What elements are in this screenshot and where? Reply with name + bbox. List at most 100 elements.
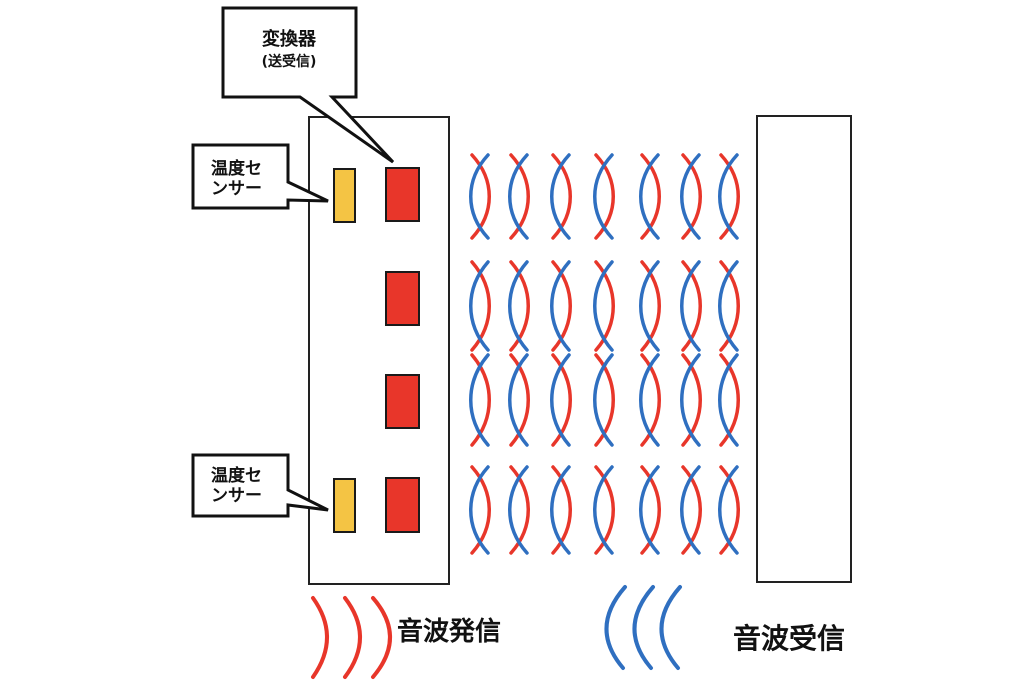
wave-pair-r4-c7 (718, 465, 740, 555)
transmit-wave (640, 153, 661, 240)
receive-wave (550, 465, 571, 555)
transducer-callout: 変換器 (送受信) (221, 6, 395, 164)
transmit-wave (594, 153, 615, 240)
transmit-wave (719, 353, 740, 447)
transmit-wave (551, 353, 572, 447)
transmit-wave (470, 465, 491, 555)
transmit-wave (470, 353, 491, 447)
receive-wave (508, 153, 529, 240)
wave-pair-r4-c1 (469, 465, 491, 555)
wave-pair-r2-c6 (680, 260, 702, 352)
sensor-callout-bottom-bubble (191, 453, 329, 518)
legend-receive-label: 音波受信 (733, 622, 845, 655)
transducer-2 (385, 271, 420, 326)
wave-pair-r4-c2 (508, 465, 530, 555)
wave-pair-r1-c4 (593, 153, 615, 240)
receive-wave (718, 260, 739, 352)
wave-pair-r1-c3 (550, 153, 572, 240)
wave-pair-r3-c5 (639, 353, 661, 447)
legend-transmit-label: 音波発信 (397, 616, 501, 647)
transducer-housing (308, 116, 450, 585)
wave-pair-r1-c6 (680, 153, 702, 240)
receive-wave (639, 153, 660, 240)
receive-wave (593, 353, 614, 447)
receive-wave (718, 353, 739, 447)
receive-wave (680, 153, 701, 240)
transducer-callout-subtitle: (送受信) (262, 53, 317, 70)
transmit-wave (640, 465, 661, 555)
wave-pair-r3-c3 (550, 353, 572, 447)
sensor-callout-top-bubble (191, 143, 329, 210)
wave-pair-r1-c1 (469, 153, 491, 240)
transmit-wave (551, 153, 572, 240)
wave-pair-r4-c3 (550, 465, 572, 555)
transducer-1 (385, 167, 420, 222)
wave-pair-r1-c2 (508, 153, 530, 240)
receive-wave (639, 465, 660, 555)
transmit-wave (681, 353, 702, 447)
sound-wave-field (469, 153, 740, 555)
transmit-wave (470, 260, 491, 352)
reflector-panel (756, 115, 852, 583)
receive-wave (550, 260, 571, 352)
transmit-wave (594, 353, 615, 447)
receive-arc-2 (632, 585, 655, 670)
wave-pair-r3-c7 (718, 353, 740, 447)
transducer-callout-bubble (221, 6, 395, 164)
transmit-wave (551, 260, 572, 352)
receive-wave (680, 465, 701, 555)
transmit-wave (594, 465, 615, 555)
receive-wave (593, 260, 614, 352)
wave-pair-r2-c1 (469, 260, 491, 352)
sensor-callout-bottom: 温度セ ンサー (191, 453, 329, 518)
temperature-sensor-top (333, 168, 356, 223)
wave-pair-r3-c1 (469, 353, 491, 447)
wave-pair-r4-c4 (593, 465, 615, 555)
wave-pair-r1-c7 (718, 153, 740, 240)
receive-arc-3 (659, 585, 682, 670)
transmit-wave (470, 153, 491, 240)
temperature-sensor-bottom (333, 478, 356, 533)
transmit-wave (681, 465, 702, 555)
receive-wave (508, 260, 529, 352)
wave-pair-r1-c5 (639, 153, 661, 240)
receive-arc-1 (604, 585, 627, 670)
wave-pair-r2-c3 (550, 260, 572, 352)
receive-wave (508, 465, 529, 555)
receive-wave (469, 353, 490, 447)
wave-pair-r3-c2 (508, 353, 530, 447)
wave-pair-r4-c6 (680, 465, 702, 555)
receive-wave (550, 153, 571, 240)
wave-pair-r2-c2 (508, 260, 530, 352)
receive-wave (469, 260, 490, 352)
transmit-wave (640, 353, 661, 447)
wave-pair-r3-c6 (680, 353, 702, 447)
transmit-wave (509, 465, 530, 555)
receive-wave (469, 465, 490, 555)
wave-pair-r2-c5 (639, 260, 661, 352)
transmit-arc-3 (371, 596, 392, 679)
transmit-arc-1 (311, 596, 329, 679)
receive-wave (593, 153, 614, 240)
receive-wave-icon (604, 585, 682, 670)
wave-pair-r3-c4 (593, 353, 615, 447)
transducer-4 (385, 477, 420, 533)
wave-pair-r2-c7 (718, 260, 740, 352)
transmit-wave (681, 153, 702, 240)
transmit-wave (719, 153, 740, 240)
transmit-wave (551, 465, 572, 555)
transducer-callout-title: 変換器 (262, 28, 317, 50)
transmit-wave (719, 260, 740, 352)
sensor-callout-bottom-line1: 温度セ (211, 465, 262, 486)
sensor-callout-top: 温度セ ンサー (191, 143, 329, 210)
transmit-wave (509, 153, 530, 240)
wave-pair-r4-c5 (639, 465, 661, 555)
receive-wave (593, 465, 614, 555)
receive-wave (639, 353, 660, 447)
transmit-wave (594, 260, 615, 352)
legend-receive: 音波受信 (604, 585, 845, 670)
receive-wave (550, 353, 571, 447)
receive-wave (639, 260, 660, 352)
legend-transmit: 音波発信 (311, 596, 501, 679)
